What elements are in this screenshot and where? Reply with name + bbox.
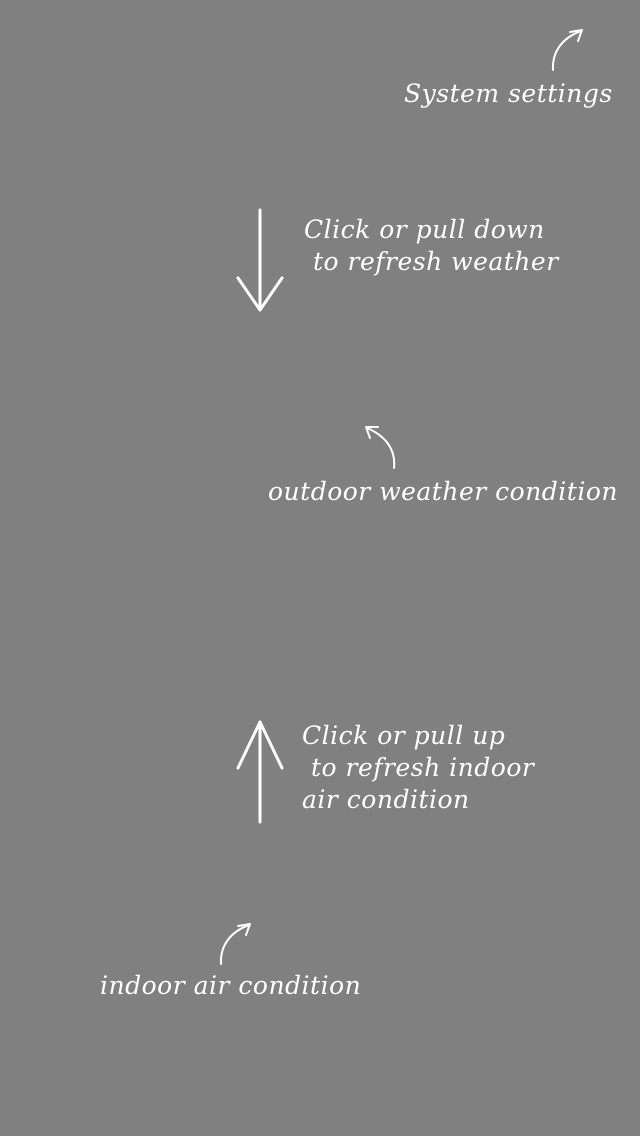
refresh-indoor-hint: Click or pull up to refresh indoor air c… (302, 720, 534, 816)
refresh-indoor-line-3: air condition (302, 785, 470, 814)
system-settings-hint: System settings (404, 78, 613, 110)
outdoor-weather-hint: outdoor weather condition (268, 476, 618, 508)
refresh-indoor-line-1: Click or pull up (302, 721, 506, 750)
refresh-weather-line-2: to refresh weather (313, 247, 559, 276)
curved-arrow-up-right-icon (551, 29, 583, 71)
refresh-weather-line-1: Click or pull down (304, 215, 545, 244)
system-settings-label: System settings (404, 79, 613, 108)
indoor-air-label: indoor air condition (100, 971, 362, 1000)
refresh-indoor-line-2: to refresh indoor (311, 753, 535, 782)
refresh-weather-hint: Click or pull down to refresh weather (304, 214, 559, 278)
curved-arrow-up-left-icon (365, 426, 396, 469)
indoor-air-hint: indoor air condition (100, 970, 361, 1002)
outdoor-weather-label: outdoor weather condition (268, 477, 618, 506)
arrow-up-icon (236, 720, 284, 824)
curved-arrow-up-right-icon (219, 923, 251, 965)
arrow-down-icon (236, 208, 284, 312)
